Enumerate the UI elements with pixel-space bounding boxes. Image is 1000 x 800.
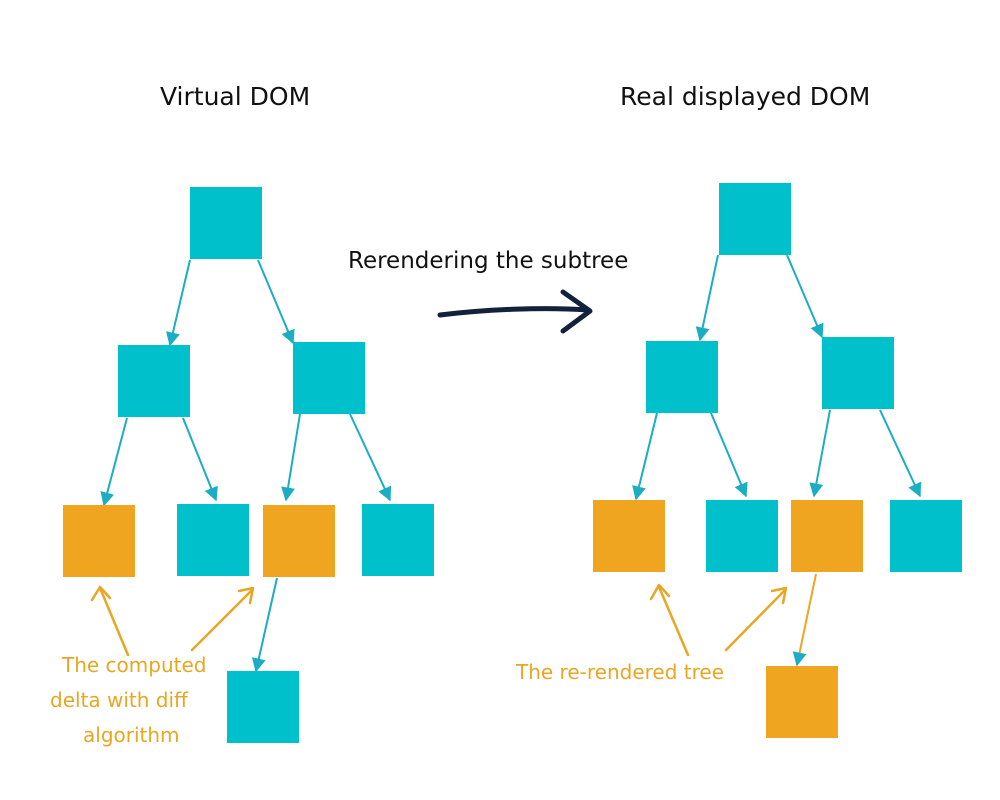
- left-pointer-to-leaf-1: [90, 585, 130, 657]
- edge-right-to-leaf-3: [809, 409, 831, 498]
- virtual-dom-title: Virtual DOM: [160, 82, 311, 111]
- edge-left-to-leaf-2: [710, 412, 748, 498]
- edge-root-to-right: [786, 254, 824, 339]
- real-dom-edges: [632, 254, 922, 501]
- edge-right-to-leaf-4: [879, 409, 922, 498]
- virtual-dom-node-grandchild: [227, 671, 299, 743]
- virtual-dom-nodes: [63, 187, 434, 743]
- left-annotation-line-1: The computed: [62, 653, 207, 677]
- virtual-dom-edges: [100, 259, 392, 673]
- left-pointer-to-leaf-3: [190, 586, 255, 652]
- virtual-dom-node-right-child: [293, 342, 365, 414]
- left-annotation-line-2: delta with diff: [50, 688, 188, 712]
- rerender-arrow-label: Rerendering the subtree: [348, 248, 629, 274]
- virtual-dom-node-root: [190, 187, 262, 259]
- real-dom-node-root: [719, 183, 791, 255]
- virtual-dom-node-leaf-2: [177, 504, 249, 576]
- virtual-dom-node-leaf-1: [63, 505, 135, 577]
- edge-right-to-leaf-3: [281, 413, 301, 502]
- edge-root-to-left: [166, 259, 191, 347]
- edge-left-to-leaf-1: [632, 412, 658, 501]
- real-dom-node-grandchild: [766, 666, 838, 738]
- virtual-dom-node-leaf-3: [263, 505, 335, 577]
- virtual-dom-node-leaf-4: [362, 504, 434, 576]
- real-dom-title: Real displayed DOM: [620, 82, 871, 111]
- edge-left-to-leaf-2: [182, 417, 218, 502]
- real-dom-node-left-child: [646, 341, 718, 413]
- left-annotation: The computed delta with diff algorithm: [50, 648, 206, 753]
- rerender-arrow: [437, 289, 593, 334]
- edge-right-to-leaf-4: [349, 413, 392, 502]
- real-dom-node-right-child: [822, 337, 894, 409]
- rerender-arrow-head: [560, 289, 593, 334]
- right-pointer-to-leaf-3: [724, 586, 788, 652]
- virtual-dom-tree: [63, 187, 434, 743]
- left-annotation-line-3: algorithm: [83, 723, 180, 747]
- rerender-arrow-shaft: [437, 306, 591, 318]
- edge-left-to-leaf-1: [100, 417, 128, 507]
- right-pointer-to-leaf-1: [649, 583, 690, 657]
- real-dom-nodes: [593, 183, 962, 738]
- virtual-dom-node-left-child: [118, 345, 190, 417]
- right-annotation: The re-rendered tree: [516, 660, 724, 684]
- real-dom-node-leaf-2: [706, 500, 778, 572]
- edge-leaf-3-to-grandchild: [251, 577, 278, 673]
- real-dom-node-leaf-1: [593, 500, 665, 572]
- edge-leaf-3-to-grandchild: [792, 573, 817, 667]
- real-dom-node-leaf-3: [791, 500, 863, 572]
- edge-root-to-left: [695, 254, 719, 342]
- annotation-pointers: [90, 583, 788, 657]
- real-dom-node-leaf-4: [890, 500, 962, 572]
- edge-root-to-right: [257, 259, 295, 345]
- real-dom-tree: [593, 183, 962, 738]
